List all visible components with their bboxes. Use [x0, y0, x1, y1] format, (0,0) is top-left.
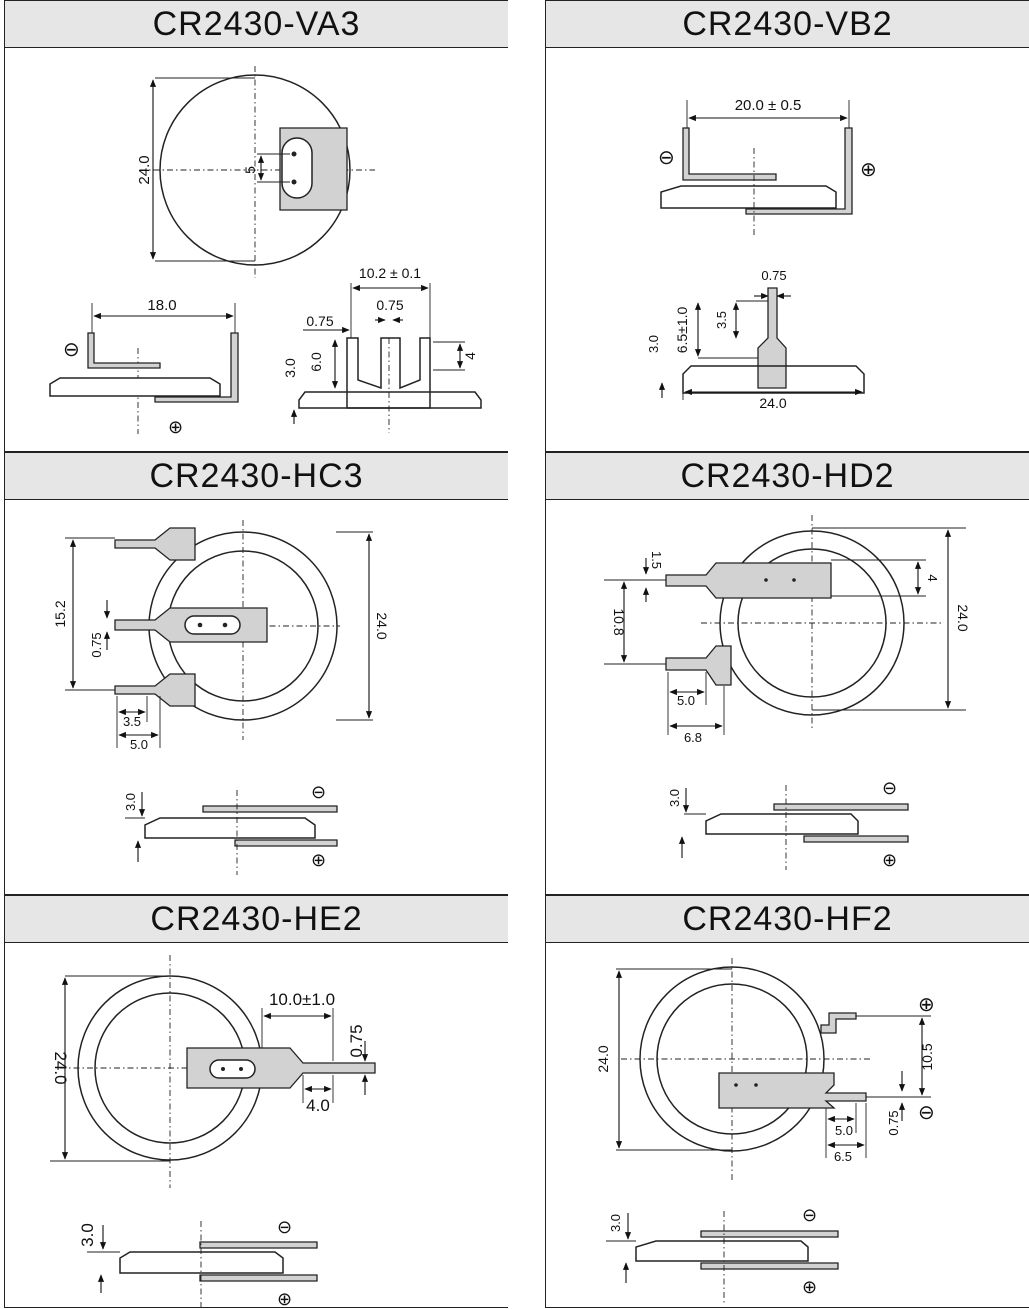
dim-offset-5: 5.0: [835, 1123, 853, 1138]
dim-pitch: 10.2 ± 0.1: [359, 265, 421, 281]
vb2-drawing: 20.0 ± 0.5 ⊖ ⊕ 0.75 3.5 6.5±1.0 3.0 24.0: [646, 97, 877, 411]
dim-offset-3-5: 3.5: [123, 714, 141, 729]
dim-offset-5: 5.0: [130, 737, 148, 752]
neg-symbol: ⊖: [277, 1217, 292, 1237]
drawing-area: 24.0 10.5 ⊕ ⊖ 0.75 5.0 6.5 3.0 ⊖ ⊕: [546, 943, 1029, 1307]
pos-symbol: ⊕: [168, 417, 183, 437]
pos-symbol: ⊕: [918, 994, 935, 1016]
panel-cr2430-hd2: CR2430-HD2 1.5 10.8 5.0 6.8 4 24.0: [545, 452, 1029, 895]
panel-title: CR2430-HC3: [5, 453, 508, 500]
dim-width: 18.0: [147, 297, 176, 314]
neg-symbol: ⊖: [918, 1102, 935, 1124]
panel-title: CR2430-HF2: [546, 896, 1029, 943]
panel-title: CR2430-HE2: [5, 896, 508, 943]
neg-symbol: ⊖: [311, 782, 326, 802]
panel-cr2430-he2: CR2430-HE2 24.0 10.0±1.0 0.75 4.0: [4, 895, 508, 1309]
drawing-area: 1.5 10.8 5.0 6.8 4 24.0 3.0 ⊖ ⊕: [546, 500, 1029, 894]
dim-span: 10.5: [919, 1043, 935, 1070]
dim-offset-6-5: 6.5: [834, 1149, 852, 1164]
dim-span: 10.8: [611, 608, 627, 635]
dim-diameter: 24.0: [374, 612, 390, 639]
panel-cr2430-hf2: CR2430-HF2 24.0 10.5 ⊕ ⊖ 0.75 5.0 6.5: [545, 895, 1029, 1308]
dim-height-3: 3.0: [646, 335, 661, 353]
dim-height-tol: 6.5±1.0: [674, 306, 690, 353]
dim-tab-width: 0.75: [886, 1110, 901, 1135]
dim-height: 3.0: [123, 793, 138, 811]
dim-span: 15.2: [52, 600, 68, 627]
dim-tab-width: 0.75: [347, 1024, 366, 1057]
dim-width-4: 4: [925, 574, 940, 581]
dim-height-4: 4: [462, 352, 478, 360]
pos-symbol-side: ⊕: [802, 1277, 817, 1297]
hd2-drawing: 1.5 10.8 5.0 6.8 4 24.0 3.0 ⊖ ⊕: [604, 515, 971, 870]
dim-diameter: 24.0: [955, 604, 971, 631]
neg-symbol: ⊖: [658, 147, 675, 169]
panel-title: CR2430-VA3: [5, 1, 508, 48]
neg-symbol: ⊖: [882, 778, 897, 798]
panel-cr2430-va3: CR2430-VA3 24.0 5 18.0 ⊖ ⊕: [4, 0, 508, 452]
panel-cr2430-hc3: CR2430-HC3 15.2 0.75 24.0 3.5 5.0: [4, 452, 508, 895]
va3-drawing: 24.0 5 18.0 ⊖ ⊕ 10.2 ± 0.1 0.75 0.75: [49, 66, 482, 437]
panel-title: CR2430-VB2: [546, 1, 1029, 48]
dim-tab-width: 1.5: [649, 551, 664, 569]
dim-pin-width: 0.75: [761, 268, 786, 283]
pos-symbol: ⊕: [277, 1289, 292, 1309]
panel-title: CR2430-HD2: [546, 453, 1029, 500]
dim-tab-width: 0.75: [89, 632, 104, 657]
dim-diameter: 24.0: [595, 1045, 611, 1072]
pos-symbol: ⊕: [882, 850, 897, 870]
drawing-area: 24.0 10.0±1.0 0.75 4.0 3.0 ⊖ ⊕: [5, 943, 508, 1309]
dim-pin-width-2: 0.75: [306, 313, 333, 329]
dim-pin-spacing: 5: [242, 166, 258, 174]
dim-pin-width: 0.75: [376, 297, 403, 313]
hf2-drawing: 24.0 10.5 ⊕ ⊖ 0.75 5.0 6.5 3.0 ⊖ ⊕: [595, 958, 935, 1305]
hc3-drawing: 15.2 0.75 24.0 3.5 5.0 3.0 ⊖ ⊕: [52, 520, 390, 875]
he2-drawing: 24.0 10.0±1.0 0.75 4.0 3.0 ⊖ ⊕: [50, 955, 376, 1309]
dim-diameter: 24.0: [51, 1051, 70, 1084]
dim-offset: 4.0: [306, 1096, 330, 1115]
dim-length: 10.0±1.0: [269, 990, 335, 1009]
dim-height: 3.0: [78, 1223, 97, 1247]
dim-height-3-5: 3.5: [714, 311, 729, 329]
drawing-area: 15.2 0.75 24.0 3.5 5.0 3.0 ⊖ ⊕: [5, 500, 508, 894]
drawing-area: 24.0 5 18.0 ⊖ ⊕ 10.2 ± 0.1 0.75 0.75: [5, 48, 508, 451]
dim-width: 20.0 ± 0.5: [735, 97, 802, 114]
drawing-area: 20.0 ± 0.5 ⊖ ⊕ 0.75 3.5 6.5±1.0 3.0 24.0: [546, 48, 1029, 451]
neg-symbol: ⊖: [63, 339, 80, 361]
dim-height: 3.0: [608, 1214, 623, 1232]
panel-cr2430-vb2: CR2430-VB2 20.0 ± 0.5 ⊖ ⊕ 0.75 3.5 6.5±1…: [545, 0, 1029, 452]
pos-symbol: ⊕: [860, 159, 877, 181]
dim-height-6: 6.0: [308, 352, 324, 372]
dim-diameter: 24.0: [136, 155, 153, 184]
pos-symbol: ⊕: [311, 850, 326, 870]
dim-height-3: 3.0: [282, 358, 298, 378]
dim-height: 3.0: [667, 789, 682, 807]
dim-offset-5: 5.0: [677, 693, 695, 708]
neg-symbol-side: ⊖: [802, 1205, 817, 1225]
dim-offset-6-8: 6.8: [684, 730, 702, 745]
dim-diameter: 24.0: [759, 395, 786, 411]
